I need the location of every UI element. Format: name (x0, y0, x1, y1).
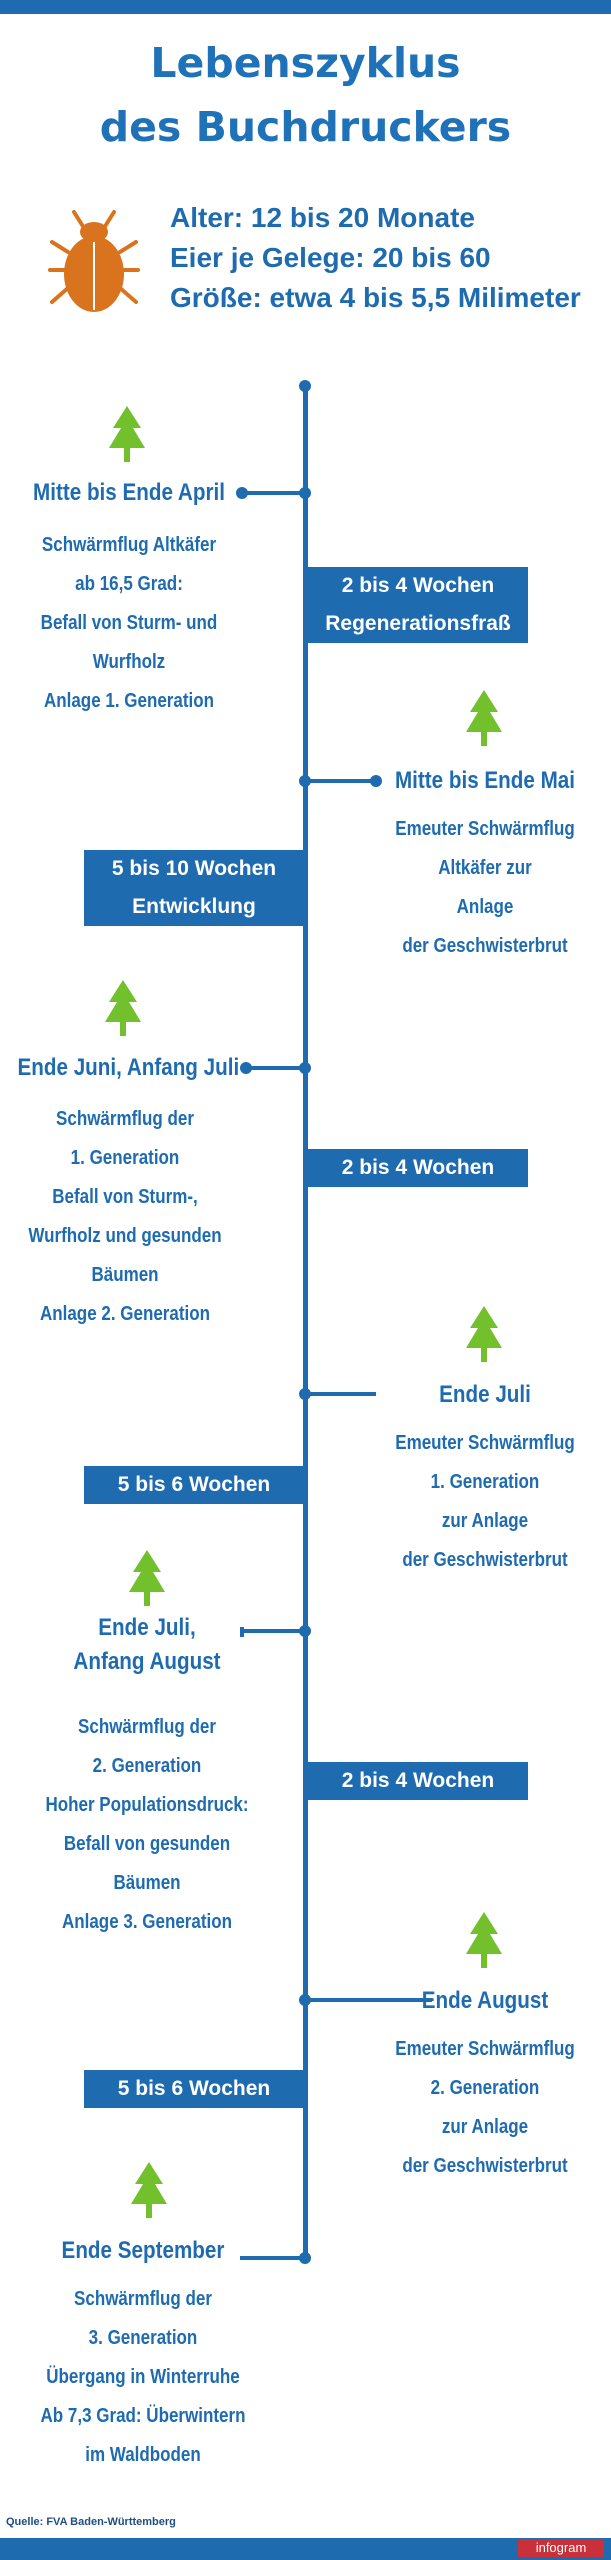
connector (240, 1629, 306, 1633)
duration-box: 5 bis 6 Wochen (84, 1466, 304, 1504)
tree-icon (131, 2162, 167, 2218)
fact-size: Größe: etwa 4 bis 5,5 Milimeter (170, 282, 581, 313)
beetle-icon (48, 210, 140, 312)
event-heading: Ende Juni, Anfang Juli (17, 1054, 240, 1081)
tree-icon (466, 690, 502, 746)
timeline-line (303, 386, 308, 2262)
bottom-bar (0, 2538, 611, 2560)
duration-box: 2 bis 4 Wochen (308, 1149, 528, 1187)
connector (240, 2256, 306, 2260)
connector-tick (240, 1627, 244, 1637)
connector (238, 491, 306, 495)
event-heading: Ende Juli,Anfang August (73, 1614, 221, 1675)
tree-icon (466, 1912, 502, 1968)
tree-icon (105, 980, 141, 1036)
connector (306, 1998, 432, 2002)
event-heading: Ende Juli (439, 1381, 531, 1408)
event-heading: Mitte bis Ende April (33, 479, 225, 506)
page-title-line2: des Buchdruckers (99, 103, 512, 151)
duration-box: 2 bis 4 Wochen (308, 1762, 528, 1800)
connector (306, 1392, 376, 1396)
tree-icon (466, 1306, 502, 1362)
top-bar (0, 0, 611, 14)
timeline-dot (299, 1994, 311, 2006)
duration-box: 5 bis 6 Wochen (84, 2070, 304, 2108)
tree-icon (109, 406, 145, 462)
tree-icon (129, 1550, 165, 1606)
infogram-badge[interactable]: infogram (518, 2539, 604, 2557)
timeline-start-dot (299, 380, 311, 392)
page-title-line1: Lebenszyklus (150, 39, 461, 87)
timeline-dot (299, 1388, 311, 1400)
timeline-dot (299, 1625, 311, 1637)
event-heading: Ende September (61, 2237, 225, 2264)
connector (244, 1066, 306, 1070)
fact-age: Alter: 12 bis 20 Monate (170, 202, 475, 233)
timeline-dot (299, 775, 311, 787)
event-heading: Ende August (421, 1987, 549, 2014)
event-heading: Mitte bis Ende Mai (394, 767, 576, 794)
timeline-dot (299, 1062, 311, 1074)
connector (306, 779, 378, 783)
event-dot (236, 487, 248, 499)
event-dot (370, 775, 382, 787)
timeline-dot (299, 487, 311, 499)
event-dot (240, 1062, 252, 1074)
source-credit: Quelle: FVA Baden-Württemberg (6, 2516, 176, 2528)
fact-eggs: Eier je Gelege: 20 bis 60 (170, 242, 491, 273)
